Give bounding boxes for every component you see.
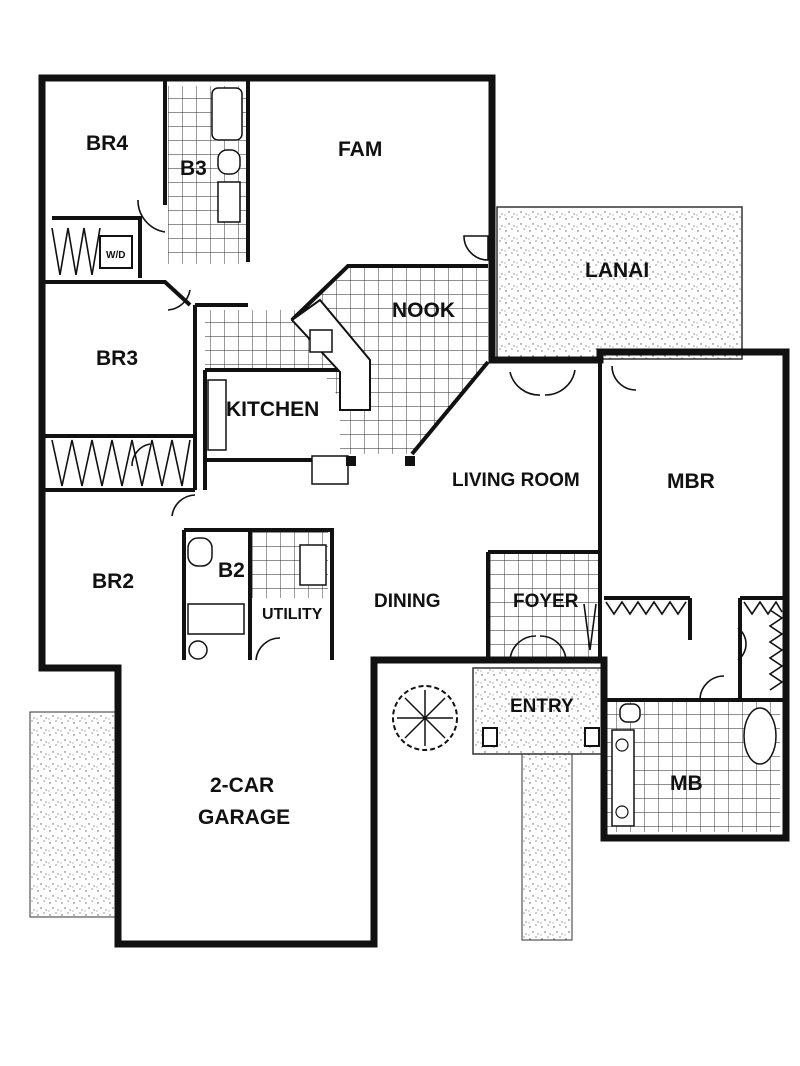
washer-dryer-label: W/D	[106, 250, 125, 261]
foyer-tile-floor	[488, 552, 598, 658]
room-label-mb: MB	[670, 772, 703, 795]
washer-dryer-box	[99, 235, 133, 269]
room-label-utility: UTILITY	[262, 606, 323, 623]
entry-column-left	[482, 727, 498, 747]
front-walkway	[521, 751, 573, 941]
room-label-br2: BR2	[92, 570, 134, 593]
room-label-garage-line1: 2-CAR	[210, 774, 274, 797]
room-label-entry: ENTRY	[510, 696, 574, 717]
room-label-nook: NOOK	[392, 299, 455, 322]
entry-column-right	[584, 727, 600, 747]
room-label-br4: BR4	[86, 132, 128, 155]
kitchen-counters	[207, 298, 415, 485]
door-swings	[131, 199, 747, 701]
bath-fixtures	[187, 87, 777, 827]
room-label-kitchen: KITCHEN	[226, 398, 319, 421]
room-label-b3: B3	[180, 157, 207, 180]
interior-walls	[42, 78, 786, 702]
room-label-garage-line2: GARAGE	[198, 806, 290, 829]
room-label-dining: DINING	[374, 591, 441, 612]
room-label-br3: BR3	[96, 347, 138, 370]
room-labels: BR4 B3 FAM LANAI NOOK BR3 KITCHEN LIVING…	[86, 132, 715, 829]
driveway-left-pad	[29, 711, 121, 918]
closet-hangers	[51, 227, 784, 691]
exterior-wall-main	[38, 74, 790, 948]
lanai-area	[496, 206, 743, 360]
room-label-mbr: MBR	[667, 470, 715, 493]
room-label-lanai: LANAI	[585, 259, 649, 282]
room-label-fam: FAM	[338, 138, 382, 161]
room-label-living-room: LIVING ROOM	[452, 470, 580, 491]
tree-icon	[392, 685, 458, 751]
room-label-foyer: FOYER	[513, 591, 579, 612]
room-label-b2: B2	[218, 559, 245, 582]
